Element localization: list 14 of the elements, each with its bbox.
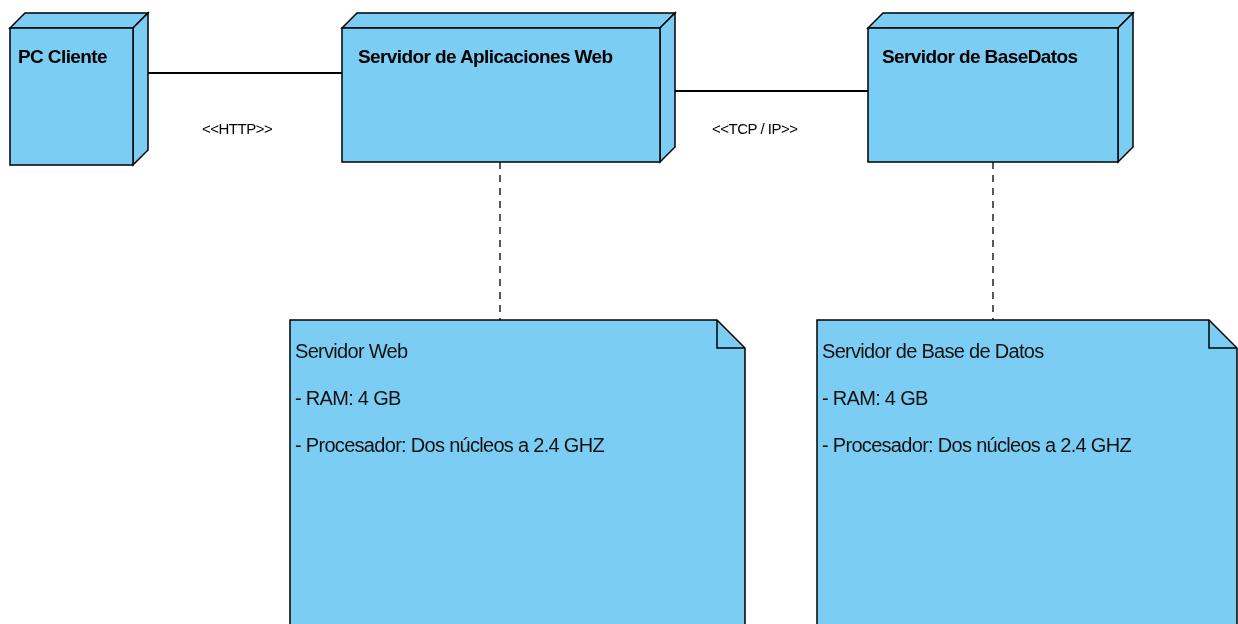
note-text: - Procesador: Dos núcleos a 2.4 GHZ [822, 434, 1131, 457]
note-text: - Procesador: Dos núcleos a 2.4 GHZ [295, 434, 604, 457]
edge-label: <<TCP / IP>> [710, 120, 800, 137]
node-title: Servidor de BaseDatos [882, 46, 1078, 68]
note-title: Servidor Web [295, 340, 408, 363]
connector-line [147, 72, 343, 74]
dashed-connector [992, 161, 994, 321]
node-title: Servidor de Aplicaciones Web [358, 46, 613, 68]
connector-line [674, 90, 869, 92]
node-title: PC Cliente [18, 46, 108, 68]
note-text: - RAM: 4 GB [822, 387, 928, 410]
dashed-connector [499, 161, 501, 321]
note-title: Servidor de Base de Datos [822, 340, 1044, 363]
note-text: - RAM: 4 GB [295, 387, 401, 410]
